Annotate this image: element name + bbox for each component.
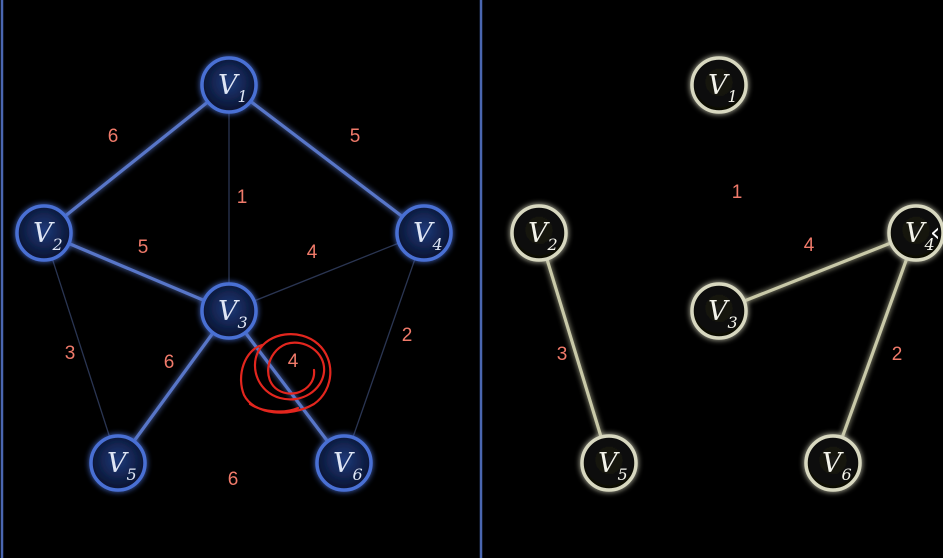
tree-node-v6: V6	[804, 434, 862, 492]
tree-node-circle	[887, 204, 943, 262]
graph-edge-v2-v5	[43, 232, 119, 464]
tree-edge-weight: 1	[732, 182, 743, 203]
tree-node-circle	[510, 204, 568, 262]
graph-node-circle	[200, 56, 258, 114]
graph-edge-weight: 4	[288, 351, 299, 372]
tree-node-v5: V5	[580, 434, 638, 492]
graph-node-label: V2	[33, 218, 63, 254]
tree-node-circle	[690, 56, 748, 114]
graph-node-v3: V3	[200, 282, 258, 340]
tree-edge-weight: 3	[557, 344, 568, 365]
graph-edge-v1-v2	[43, 83, 230, 235]
chevron-left-icon[interactable]: ‹	[930, 218, 940, 248]
graph-edge-v3-v6	[227, 310, 346, 464]
tree-node-v3: V3	[690, 282, 748, 340]
graph-edge-weight: 6	[228, 469, 239, 490]
graph-edge-weight: 2	[402, 325, 413, 346]
graph-edge-v2-v3	[43, 231, 230, 313]
graph-edge-v3-v5	[116, 310, 231, 464]
graph-node-circle	[395, 204, 453, 262]
tree-edge-weight: 4	[804, 235, 815, 256]
tree-node-circle	[804, 434, 862, 492]
graph-edge-weight: 1	[237, 187, 248, 208]
tree-node-circle	[690, 282, 748, 340]
graph-edge-v3-v4	[228, 232, 425, 312]
graph-node-circle	[89, 434, 147, 492]
tree-node-circle	[580, 434, 638, 492]
tree-edge-weight: 2	[892, 344, 903, 365]
graph-node-v1: V1	[200, 56, 258, 114]
graph-node-circle	[200, 282, 258, 340]
graph-node-v4: V4	[395, 204, 453, 262]
graph-edge-weight: 4	[307, 242, 318, 263]
tree-node-v2: V2	[510, 204, 568, 262]
graph-node-circle	[15, 204, 73, 262]
graph-edge-weight: 6	[164, 352, 175, 373]
graph-edge-weight: 3	[65, 343, 76, 364]
tree-edge-v4-v6	[831, 232, 918, 464]
graph-edge-v4-v6	[343, 232, 425, 464]
graph-edge-weight: 5	[138, 237, 149, 258]
graph-node-v2: V2	[15, 204, 73, 262]
tree-node-v4: V4	[887, 204, 943, 262]
tree-edge-v3-v4	[718, 231, 917, 313]
graph-edge-weight: 5	[350, 126, 361, 147]
tree-node-v1: V1	[690, 56, 748, 114]
tree-edge-v2-v5	[537, 232, 611, 464]
graph-node-v5: V5	[89, 434, 147, 492]
graph-edge-v1-v4	[228, 83, 425, 235]
red-circle-annotation	[239, 333, 332, 414]
graph-node-circle	[315, 434, 373, 492]
graph-node-v6: V6	[315, 434, 373, 492]
graph-edge-weight: 6	[108, 126, 119, 147]
